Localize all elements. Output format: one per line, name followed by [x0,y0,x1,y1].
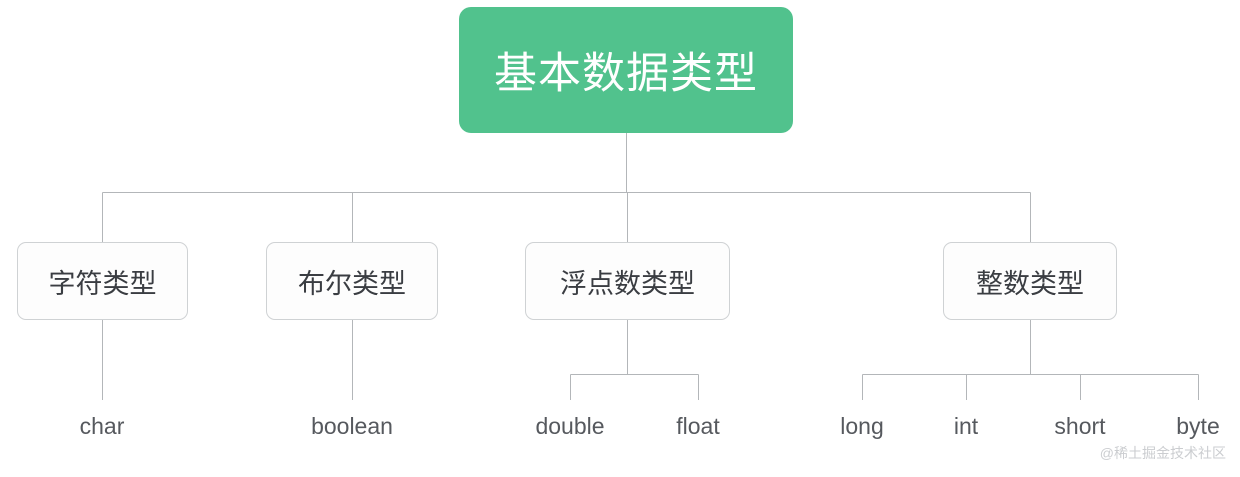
leaf-char: char [79,413,125,439]
node-floating-point-type[interactable]: 浮点数类型 [525,242,730,320]
node-root-basic-data-types[interactable]: 基本数据类型 [459,7,793,133]
leaf-byte: byte [1176,413,1220,439]
node-integer-type[interactable]: 整数类型 [943,242,1117,320]
leaf-long: long [840,413,884,439]
leaf-int: int [953,413,979,439]
watermark: @稀土掘金技术社区 [1099,445,1226,461]
node-character-type[interactable]: 字符类型 [17,242,188,320]
leaf-double: double [535,413,605,439]
leaf-float: float [676,413,720,439]
leaf-short: short [1054,413,1106,439]
node-boolean-type[interactable]: 布尔类型 [266,242,438,320]
leaf-boolean: boolean [311,413,393,439]
